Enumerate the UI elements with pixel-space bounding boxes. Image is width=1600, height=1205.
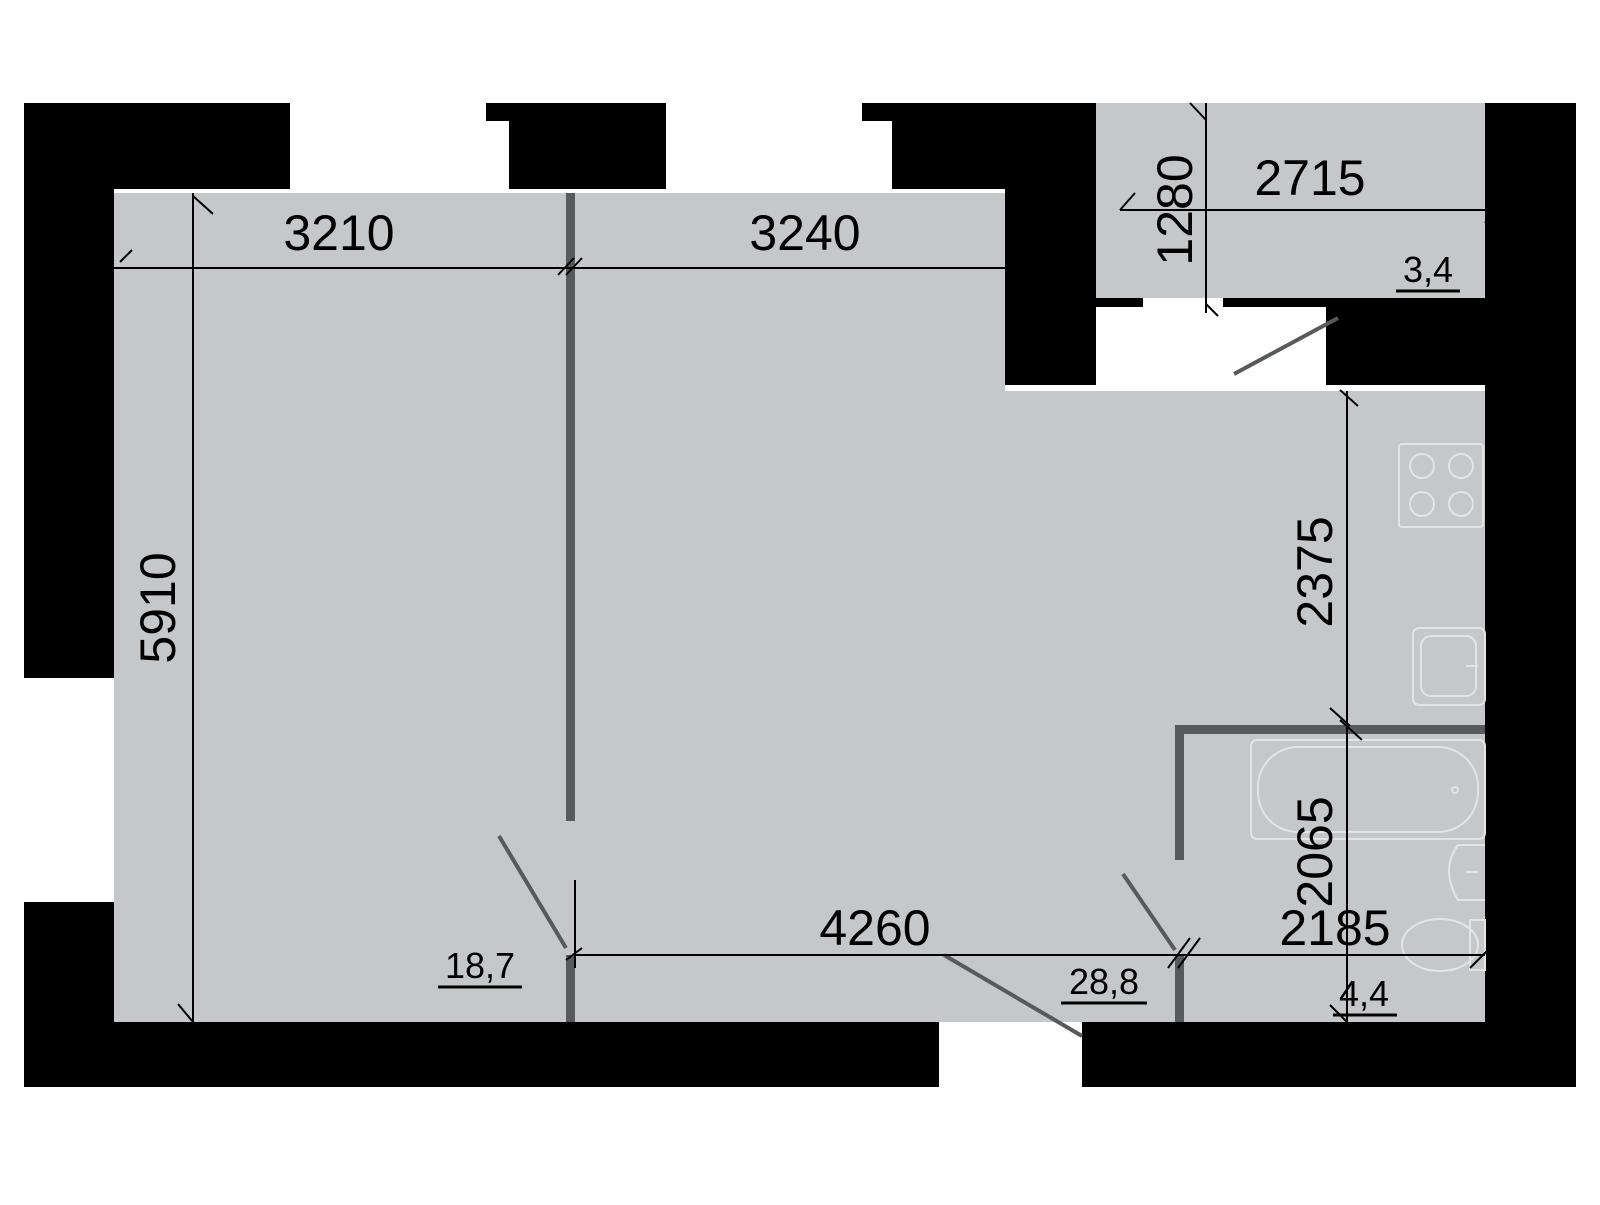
fixtures xyxy=(1250,443,1486,972)
area-label-main-room: 28,8 xyxy=(1069,961,1139,1002)
window-left xyxy=(24,690,114,902)
balcony-door-opening xyxy=(1133,313,1326,391)
dim-label-2065: 2065 xyxy=(1287,796,1343,907)
wall-balcony-bottom xyxy=(1096,298,1485,307)
floor-kitchen-area xyxy=(1005,391,1485,1022)
wall-left-upper xyxy=(24,103,114,678)
dim-label-5910: 5910 xyxy=(130,552,186,663)
partition-vertical-lower xyxy=(566,955,575,1022)
partition-bathroom-top xyxy=(1175,725,1485,734)
wall-kitchen-corner xyxy=(1326,298,1485,385)
door-swing-entrance xyxy=(942,953,1084,1038)
door-swing-left-room xyxy=(497,834,568,950)
door-swing-balcony xyxy=(1233,316,1339,376)
wall-bottom-left xyxy=(24,1022,939,1087)
partition-vertical-upper xyxy=(566,193,575,821)
area-labels: 18,7 28,8 3,4 4,4 xyxy=(438,249,1460,1017)
dimension-labels: 3210 3240 5910 2715 1280 2375 2065 4260 … xyxy=(130,150,1391,956)
wall-balcony-left xyxy=(1005,103,1096,385)
bathtub-icon xyxy=(1250,739,1486,840)
washbasin-icon xyxy=(1448,844,1485,901)
floors xyxy=(114,103,1485,1022)
windows xyxy=(24,121,1326,902)
partition-bathroom-lower xyxy=(1175,955,1184,1022)
floor-living-area xyxy=(114,193,1005,1022)
dim-label-4260: 4260 xyxy=(819,900,930,956)
balcony-threshold xyxy=(1143,298,1223,318)
door-swings xyxy=(497,316,1339,1038)
sink-icon xyxy=(1412,627,1486,706)
door-swing-bathroom xyxy=(1121,872,1177,952)
dim-label-2715: 2715 xyxy=(1254,150,1365,206)
dimension-lines xyxy=(114,102,1501,1023)
wall-right xyxy=(1485,103,1576,1087)
area-label-left-room: 18,7 xyxy=(445,945,515,986)
stove-icon xyxy=(1398,443,1484,528)
floor-balcony xyxy=(1096,103,1485,298)
wall-top-middle xyxy=(486,103,666,189)
toilet-icon xyxy=(1401,918,1486,972)
window-top-middle xyxy=(672,121,892,189)
dim-label-3240: 3240 xyxy=(749,205,860,261)
partitions xyxy=(566,193,1485,1022)
dim-label-3210: 3210 xyxy=(283,205,394,261)
area-label-bathroom: 4,4 xyxy=(1339,973,1389,1014)
dim-label-1280: 1280 xyxy=(1147,154,1203,265)
window-top-left xyxy=(290,121,509,189)
area-label-balcony: 3,4 xyxy=(1403,249,1453,290)
dim-label-2375: 2375 xyxy=(1287,516,1343,627)
partition-bathroom-left xyxy=(1175,725,1184,860)
dim-label-2185: 2185 xyxy=(1279,900,1390,956)
walls xyxy=(24,103,1576,1087)
